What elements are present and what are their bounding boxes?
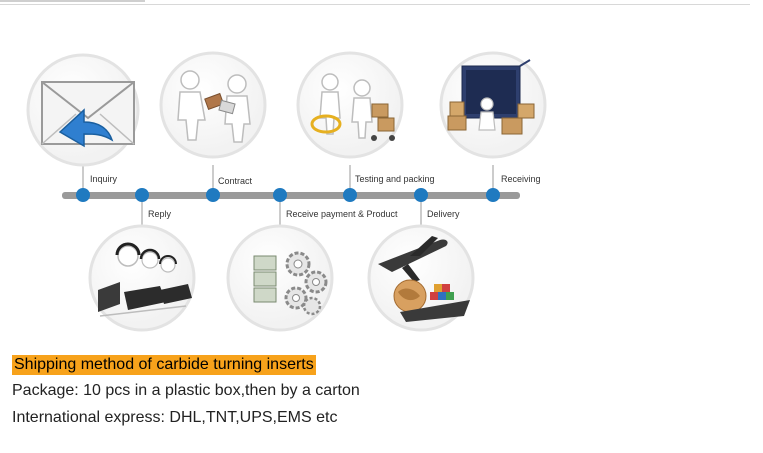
timeline-node-reply [135,188,149,202]
timeline-node-delivery [414,188,428,202]
order-process-svg: Inquiry Reply Contract Receive payment &… [26,51,547,332]
timeline-node-receiving [486,188,500,202]
payment-gears-icon [226,224,334,332]
container-receiving-icon [439,51,547,159]
timeline-bar [62,192,520,199]
step-label-payment: Receive payment & Product [286,209,398,219]
step-label-receiving: Receiving [501,174,541,184]
testing-packing-icon [296,51,404,159]
order-process-figure: Inquiry Reply Contract Receive payment &… [26,51,547,332]
shipping-caption: Shipping method of carbide turning inser… [12,355,752,435]
step-label-inquiry: Inquiry [90,174,118,184]
timeline-node-payment [273,188,287,202]
envelope-icon [26,53,140,167]
top-divider-tab [0,0,145,2]
step-label-delivery: Delivery [427,209,460,219]
step-label-contract: Contract [218,176,253,186]
package-description: Package: 10 pcs in a plastic box,then by… [12,382,360,399]
express-description: International express: DHL,TNT,UPS,EMS e… [12,409,338,426]
customer-service-icon [88,224,196,332]
timeline-node-testing [343,188,357,202]
step-label-testing: Testing and packing [355,174,435,184]
top-divider [0,0,750,5]
shipping-method-heading: Shipping method of carbide turning inser… [12,355,316,375]
step-label-reply: Reply [148,209,172,219]
contract-handshake-icon [159,51,267,159]
timeline-node-contract [206,188,220,202]
delivery-plane-ship-icon [367,224,475,332]
timeline-node-inquiry [76,188,90,202]
